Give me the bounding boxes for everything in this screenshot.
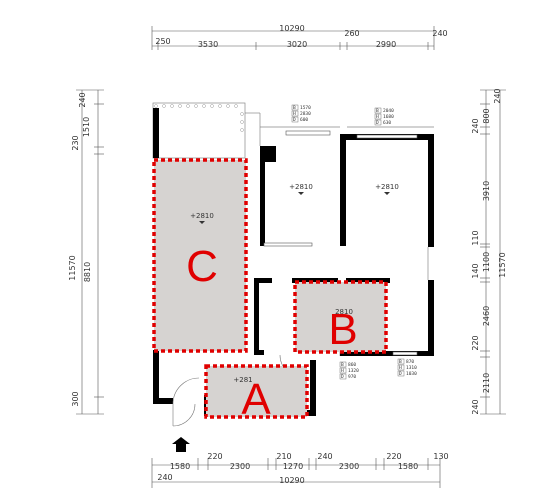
top-dim-1: 250 (155, 37, 170, 46)
bottom-dim-11: 240 (157, 473, 172, 482)
window-tag-4: B 870 H 1310 D 1030 (397, 358, 417, 377)
zone-a-label: A (241, 375, 271, 424)
elevation-room-top-middle: +2810 (289, 183, 313, 191)
top-dimensions (151, 26, 435, 50)
window-tag-3-b-value: 860 (348, 362, 356, 368)
right-dim-3: 240 (471, 118, 480, 133)
bottom-dim-6: 240 (317, 452, 332, 461)
bottom-dim-4: 210 (276, 452, 291, 461)
window-tag-2-b: B (376, 108, 379, 114)
right-dimensions (480, 89, 506, 415)
right-dim-7: 140 (471, 263, 480, 278)
top-dim-2: 3530 (198, 40, 218, 49)
zone-b (293, 280, 388, 354)
elevation-room-b: 2810 (335, 308, 353, 316)
top-dim-6: 240 (432, 29, 447, 38)
elevation-room-top-right: +2810 (375, 183, 399, 191)
window-tag-4-d: D (399, 371, 402, 377)
right-dim-9: 220 (471, 335, 480, 350)
window-tag-1-b: B (293, 105, 296, 111)
windows (263, 130, 418, 356)
right-dim-4: 3910 (482, 181, 491, 201)
top-dim-4: 260 (344, 29, 359, 38)
window-tag-2-d: D (376, 120, 379, 126)
window-tag-3-d: D (341, 374, 344, 380)
elevation-marker-icon (298, 192, 304, 195)
window-tag-4-d-value: 1030 (406, 371, 417, 377)
elevation-marker-icon (384, 192, 390, 195)
window-tag-1-h: H (293, 111, 296, 117)
window-tag-3: B 860 H 1320 D 970 (339, 361, 359, 380)
zone-c (152, 158, 248, 353)
bottom-dim-5: 1270 (283, 462, 303, 471)
left-dim-4: 8810 (83, 262, 92, 282)
balcony-dots (154, 104, 244, 132)
bottom-dim-3: 2300 (230, 462, 250, 471)
left-dim-5: 300 (71, 391, 80, 406)
elevation-room-c: +2810 (190, 212, 214, 220)
right-dim-2: 800 (482, 108, 491, 123)
bottom-dim-1: 1580 (170, 462, 190, 471)
window-tag-1: B 1570 H 2830 D 600 (291, 104, 311, 123)
right-dim-6: 1100 (482, 252, 491, 272)
left-dim-2: 1510 (82, 117, 91, 137)
window-tag-1-d-value: 600 (300, 117, 308, 123)
zone-b-label: B (328, 305, 357, 354)
elevation-marker-icon (199, 221, 205, 224)
right-dim-11: 240 (471, 399, 480, 414)
window-tag-4-b-value: 870 (406, 359, 414, 365)
top-total-dim: 10290 (279, 24, 304, 33)
window-tag-4-h-value: 1310 (406, 365, 417, 371)
bottom-dim-8: 220 (386, 452, 401, 461)
bottom-dim-9: 1580 (398, 462, 418, 471)
left-dim-1: 240 (78, 92, 87, 107)
window-tag-3-d-value: 970 (348, 374, 356, 380)
top-dim-3: 3020 (287, 40, 307, 49)
left-total-dim: 11570 (68, 255, 77, 280)
window-tag-2: B 2040 H 1680 D 630 (374, 107, 394, 126)
window-tag-2-h-value: 1680 (383, 114, 394, 120)
bottom-total-dim: 10290 (279, 476, 304, 485)
bottom-dimensions (151, 458, 441, 488)
window-tag-2-b-value: 2040 (383, 108, 394, 114)
top-dim-5: 2990 (376, 40, 396, 49)
window-tag-1-d: D (293, 117, 296, 123)
right-dim-10: 2110 (482, 373, 491, 393)
bottom-dim-2: 220 (207, 452, 222, 461)
window-tag-2-h: H (376, 114, 379, 120)
left-dim-3: 230 (71, 135, 80, 150)
window-tag-3-h: H (341, 368, 344, 374)
window-tag-3-h-value: 1320 (348, 368, 359, 374)
elevation-room-a: +281 (233, 376, 252, 384)
right-dim-1: 240 (493, 88, 502, 103)
right-dim-5: 110 (471, 230, 480, 245)
bottom-dim-10: 130 (433, 452, 448, 461)
right-total-dim: 11570 (498, 252, 507, 277)
zone-c-label: C (186, 242, 218, 291)
zone-a (204, 364, 309, 419)
right-dim-8: 2460 (482, 306, 491, 326)
window-tag-1-h-value: 2830 (300, 111, 311, 117)
window-tag-2-d-value: 630 (383, 120, 391, 126)
window-tag-1-b-value: 1570 (300, 105, 311, 111)
window-tag-4-b: B (399, 359, 402, 365)
window-tag-3-b: B (341, 362, 344, 368)
entrance-arrow-icon (172, 437, 190, 452)
left-dimensions (76, 89, 104, 415)
bottom-dim-7: 2300 (339, 462, 359, 471)
window-tag-4-h: H (399, 365, 402, 371)
